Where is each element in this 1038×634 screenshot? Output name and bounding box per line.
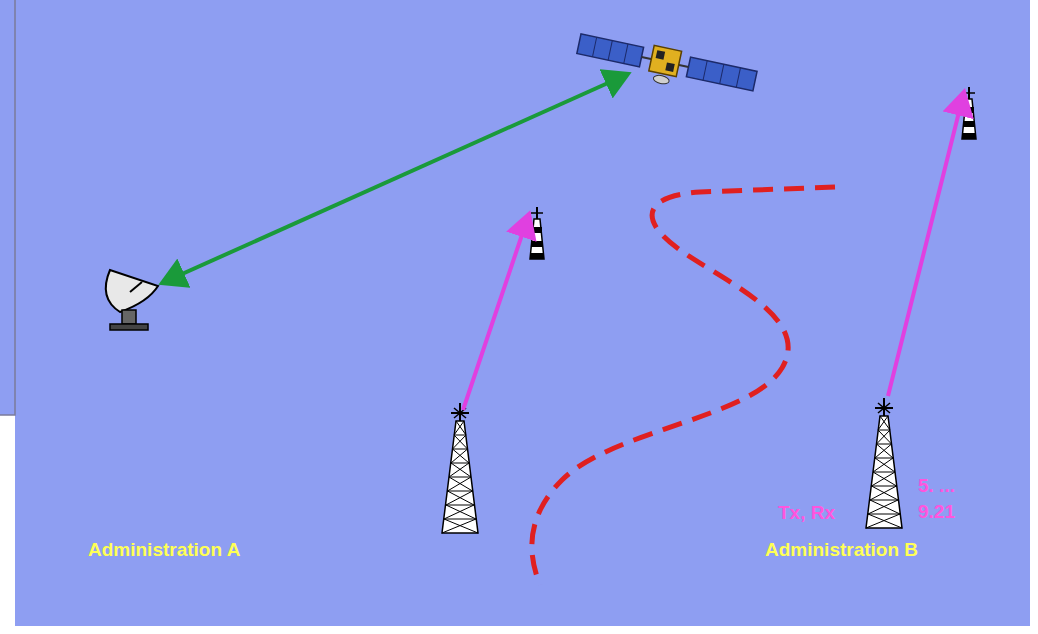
article-number: 5. ... xyxy=(918,476,955,497)
station-label: Tx, Rx xyxy=(778,503,835,524)
region-label: Administration B xyxy=(765,540,918,561)
region-label: Administration A xyxy=(88,540,240,561)
article-number: 9.21 xyxy=(918,502,955,523)
